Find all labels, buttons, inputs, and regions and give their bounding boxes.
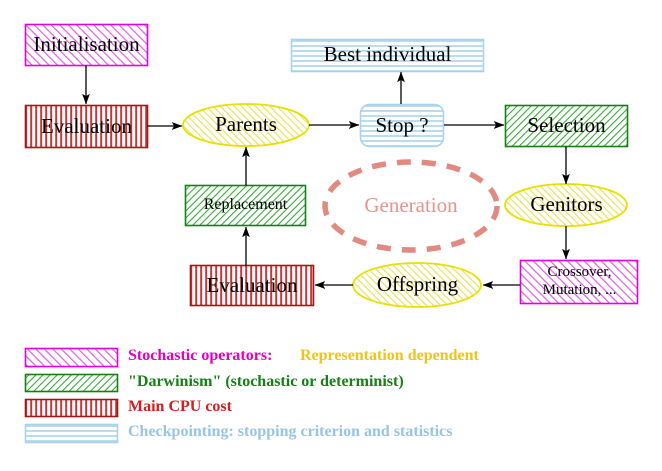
legend-label-checkpointing: Checkpointing: stopping criterion and st…: [128, 423, 453, 440]
legend-label-main-cpu-cost: Main CPU cost: [128, 398, 232, 415]
legend-swatch-blue-horizontal: [24, 423, 119, 444]
node-initialisation[interactable]: [24, 23, 149, 67]
legend-swatch-red-vertical: [24, 398, 119, 418]
node-offspring[interactable]: [352, 262, 482, 308]
legend-swatch-green-hatch: [24, 373, 119, 393]
legend-label-stochastic-operators: Stochastic operators:: [128, 347, 273, 364]
legend-label-darwinism: "Darwinism" (stochastic or determinist): [128, 373, 404, 390]
node-stop[interactable]: [359, 103, 445, 148]
node-best-individual[interactable]: [290, 38, 485, 73]
legend-label-representation-dependent: Representation dependent: [300, 347, 479, 364]
node-selection[interactable]: [504, 104, 629, 148]
node-crossover-mutation[interactable]: [519, 259, 639, 305]
legend-swatch-magenta-hatch: [24, 347, 119, 368]
node-genitors[interactable]: [504, 183, 628, 227]
node-evaluation-bottom[interactable]: [189, 264, 315, 307]
node-replacement[interactable]: [184, 184, 307, 227]
node-evaluation-top[interactable]: [24, 104, 149, 149]
node-parents[interactable]: [182, 103, 310, 147]
node-generation: [322, 159, 500, 253]
